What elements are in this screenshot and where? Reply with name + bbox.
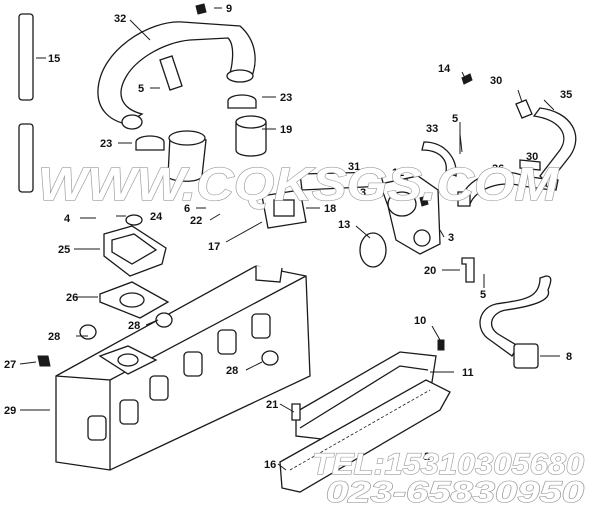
exhaust-manifold bbox=[37, 265, 311, 471]
callout-36: 36 bbox=[492, 163, 504, 175]
callout-35: 35 bbox=[560, 89, 572, 101]
callout-2: 2 bbox=[424, 451, 430, 463]
cover-plate bbox=[99, 214, 170, 319]
callout-14: 14 bbox=[438, 63, 451, 75]
callout-28-left: 28 bbox=[48, 331, 60, 343]
leader-lines bbox=[19, 7, 560, 471]
upper-water-pipe bbox=[97, 3, 256, 130]
oil-line bbox=[479, 275, 552, 369]
callout-21: 21 bbox=[266, 399, 278, 411]
callout-5-upper: 5 bbox=[138, 83, 144, 95]
callout-19: 19 bbox=[280, 124, 292, 136]
callout-28-mid: 28 bbox=[128, 320, 140, 332]
brackets bbox=[461, 73, 475, 283]
callout-30-upper: 30 bbox=[490, 75, 502, 87]
callout-22: 22 bbox=[190, 215, 202, 227]
watermark-tel: TEL:15310305680 bbox=[312, 448, 584, 481]
callout-25: 25 bbox=[58, 244, 70, 256]
callout-5-right: 5 bbox=[452, 113, 458, 125]
callout-17: 17 bbox=[208, 241, 220, 253]
callout-3-lower: 3 bbox=[448, 232, 454, 244]
callout-11: 11 bbox=[462, 367, 474, 379]
callout-31: 31 bbox=[348, 161, 360, 173]
callout-16: 16 bbox=[264, 459, 276, 471]
callout-23-lower: 23 bbox=[100, 138, 112, 150]
hose-clamps bbox=[135, 94, 267, 182]
callout-20: 20 bbox=[424, 265, 436, 277]
callout-6: 6 bbox=[184, 203, 190, 215]
watermark-site: WWW.CQKSGS.COM bbox=[38, 158, 560, 210]
callout-4: 4 bbox=[64, 213, 71, 225]
callout-33: 33 bbox=[426, 123, 438, 135]
watermark-phone: 023-65830950 bbox=[326, 476, 584, 508]
center-flange bbox=[261, 171, 385, 229]
callout-29: 29 bbox=[4, 405, 16, 417]
callout-10: 10 bbox=[414, 315, 426, 327]
side-cover bbox=[279, 339, 451, 493]
callout-24: 24 bbox=[150, 211, 163, 223]
callout-5-lower: 5 bbox=[480, 289, 486, 301]
callout-numbers: 9 32 15 5 23 19 23 4 24 25 26 28 28 27 2… bbox=[4, 3, 572, 471]
callout-13: 13 bbox=[338, 219, 350, 231]
watermark: WWW.CQKSGS.COM TEL:15310305680 023-65830… bbox=[37, 157, 585, 508]
callout-18: 18 bbox=[324, 203, 336, 215]
callout-8: 8 bbox=[566, 351, 572, 363]
callout-9: 9 bbox=[226, 3, 232, 15]
callout-26: 26 bbox=[66, 292, 78, 304]
callout-30-lower: 30 bbox=[526, 151, 538, 163]
right-tubing bbox=[421, 99, 577, 207]
callout-23-upper: 23 bbox=[280, 92, 292, 104]
callout-15: 15 bbox=[48, 53, 60, 65]
callout-12: 12 bbox=[392, 167, 404, 179]
thermostat-housing bbox=[359, 175, 441, 268]
dipstick-tube bbox=[18, 13, 34, 193]
callout-27: 27 bbox=[4, 359, 16, 371]
callout-3-upper: 3 bbox=[360, 187, 366, 199]
callout-32: 32 bbox=[114, 13, 126, 25]
callout-28-right: 28 bbox=[226, 365, 238, 377]
